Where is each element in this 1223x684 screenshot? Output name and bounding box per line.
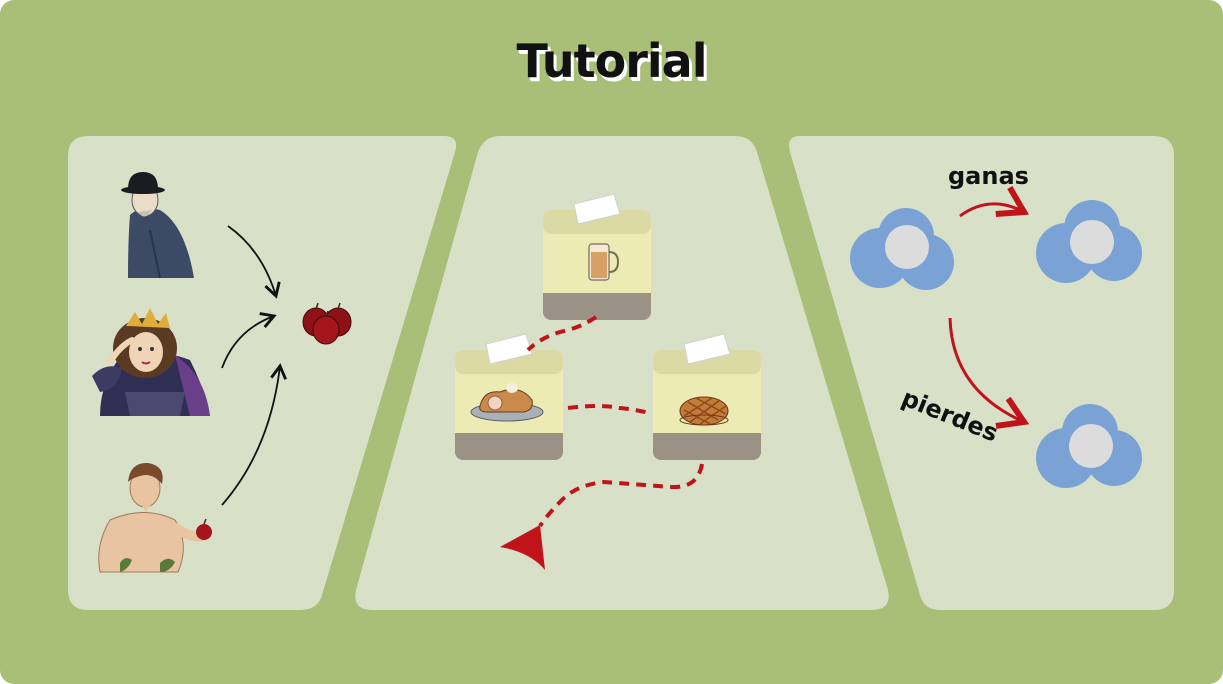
apples-icon <box>302 302 352 345</box>
panel-board <box>355 136 889 610</box>
board-tile-beer[interactable] <box>543 193 651 320</box>
arrow-character-3 <box>221 363 287 506</box>
lattice-pie-icon <box>679 396 729 426</box>
tape-icon <box>573 193 621 225</box>
tape-icon <box>485 333 533 365</box>
character-apple-man <box>98 462 212 573</box>
arrow-win <box>959 186 1030 218</box>
arrow-character-1 <box>227 225 281 299</box>
label-win: ganas <box>948 162 1029 190</box>
path-segment-1 <box>526 315 598 352</box>
arrow-lose <box>948 317 1030 429</box>
page-title: Tutorial <box>516 34 708 88</box>
path-segment-2 <box>567 404 653 416</box>
path-pointer-icon <box>500 525 545 570</box>
tape-icon <box>683 333 731 365</box>
player-piece-lose <box>1036 404 1142 488</box>
path-segment-3 <box>538 463 704 528</box>
player-piece-start <box>850 208 954 290</box>
arrow-character-2 <box>221 312 277 369</box>
beer-mug-icon <box>588 243 620 281</box>
board-tile-roast[interactable] <box>455 333 563 460</box>
roast-dish-icon <box>470 383 544 422</box>
board-tile-pie[interactable] <box>653 333 761 460</box>
player-piece-win <box>1036 200 1142 283</box>
character-queen <box>92 308 210 416</box>
character-bowler-man <box>121 172 194 279</box>
